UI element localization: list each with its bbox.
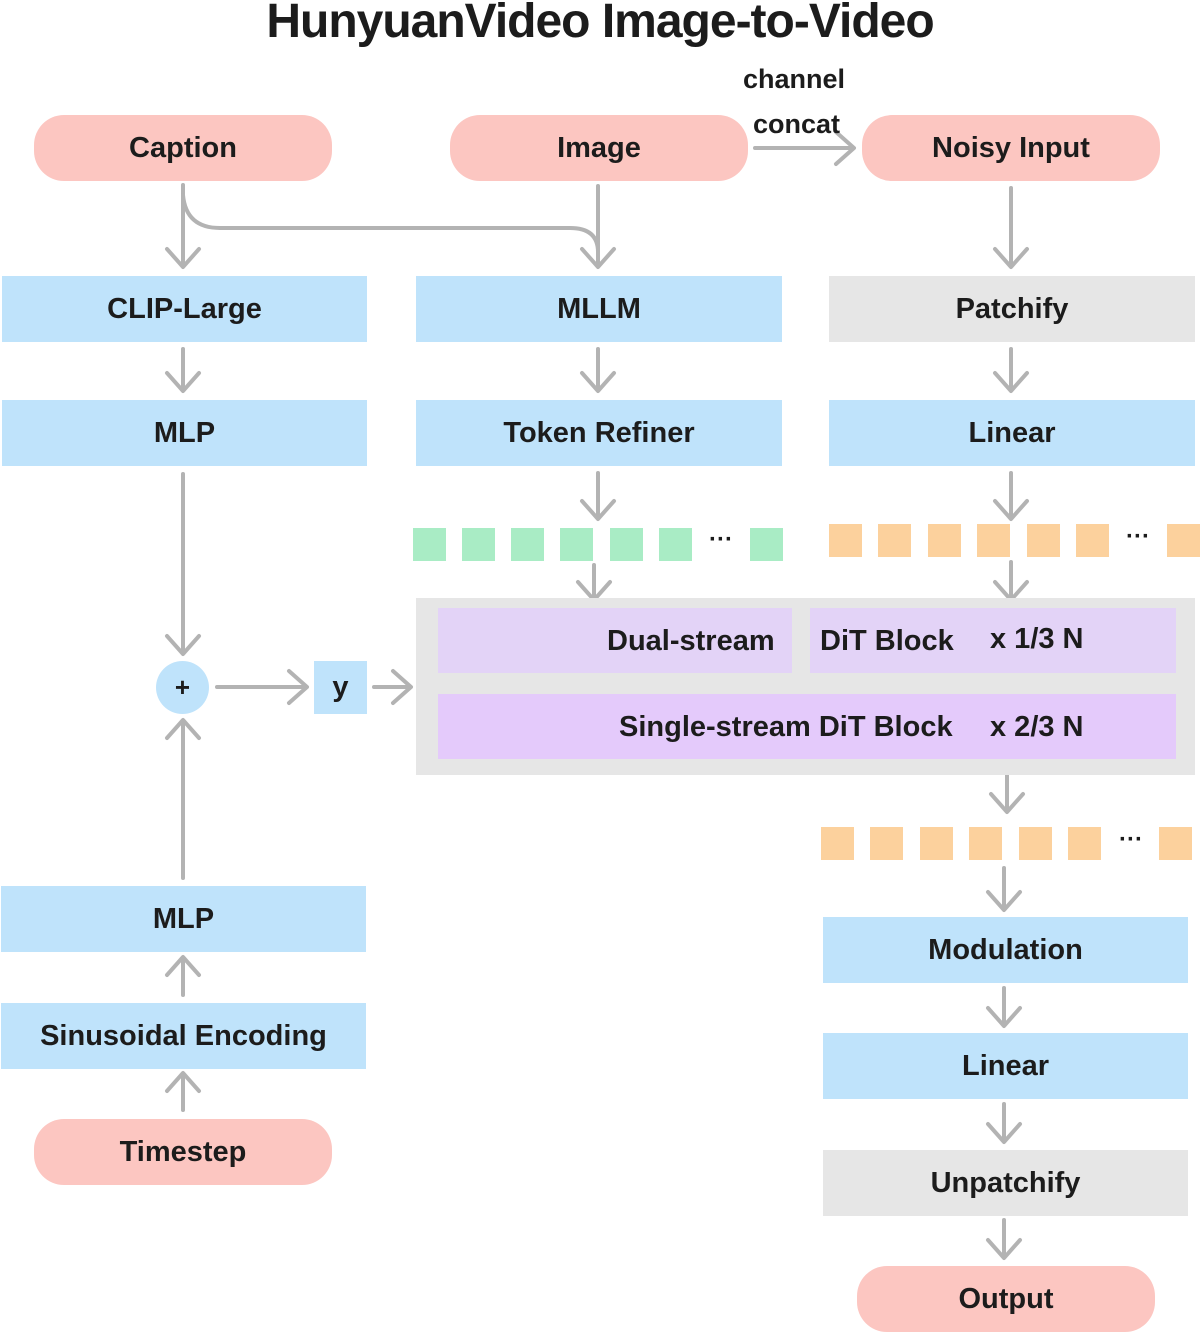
text-token [511,528,544,561]
arrowhead [993,247,1029,269]
arrow-caption-to-mllm [181,193,600,267]
linear-out-block: Linear [823,1033,1188,1099]
dual-stream-label: Dual-stream [607,625,775,657]
single-stream-label: Single-stream DiT Block [619,711,953,743]
video-token-out [870,827,903,860]
arrowhead [834,130,856,166]
output-node: Output [857,1266,1155,1332]
video-token-in [878,524,911,557]
video-token-in [1167,524,1200,557]
mlp-top-block: MLP [2,400,367,466]
plus-node: + [156,661,209,714]
video-token-out [969,827,1002,860]
linear-in-block: Linear [829,400,1195,466]
video-token-in [928,524,961,557]
dual-stream-right-block [810,608,1176,673]
video-token-in [1027,524,1060,557]
video-token-ellipsis-out: ··· [1119,826,1143,853]
video-token-in [829,524,862,557]
token-refiner-block: Token Refiner [416,400,782,466]
mlp-bottom-block: MLP [1,886,366,952]
video-token-out [920,827,953,860]
clip-large-block: CLIP-Large [2,276,367,342]
video-token-ellipsis-in: ··· [1126,523,1150,550]
channel-label: channel [743,64,846,94]
image-input: Image [450,115,748,181]
arrowhead [580,247,616,269]
text-token [560,528,593,561]
dit-block-label: DiT Block [820,625,954,657]
text-token [750,528,783,561]
single-stream-block [438,694,1176,759]
text-token [610,528,643,561]
text-token [413,528,446,561]
dual-repeat-label: x 1/3 N [990,623,1084,655]
dual-stream-left-block [438,608,792,673]
video-token-out [1019,827,1052,860]
video-token-in [1076,524,1109,557]
modulation-block: Modulation [823,917,1188,983]
sinusoidal-encoding-block: Sinusoidal Encoding [1,1003,366,1069]
mllm-block: MLLM [416,276,782,342]
diagram-title: HunyuanVideo Image-to-Video [266,0,934,48]
y-node: y [314,661,367,714]
caption-input: Caption [34,115,332,181]
video-token-out [1068,827,1101,860]
text-token-ellipsis: ··· [709,526,733,553]
concat-label: concat [753,109,841,139]
arrowhead [165,247,201,269]
video-token-out [1159,827,1192,860]
timestep-input: Timestep [34,1119,332,1185]
text-token [462,528,495,561]
noisy-input: Noisy Input [862,115,1160,181]
patchify-block: Patchify [829,276,1195,342]
single-repeat-label: x 2/3 N [990,711,1084,743]
text-token [659,528,692,561]
video-token-out [821,827,854,860]
unpatchify-block: Unpatchify [823,1150,1188,1216]
video-token-in [977,524,1010,557]
